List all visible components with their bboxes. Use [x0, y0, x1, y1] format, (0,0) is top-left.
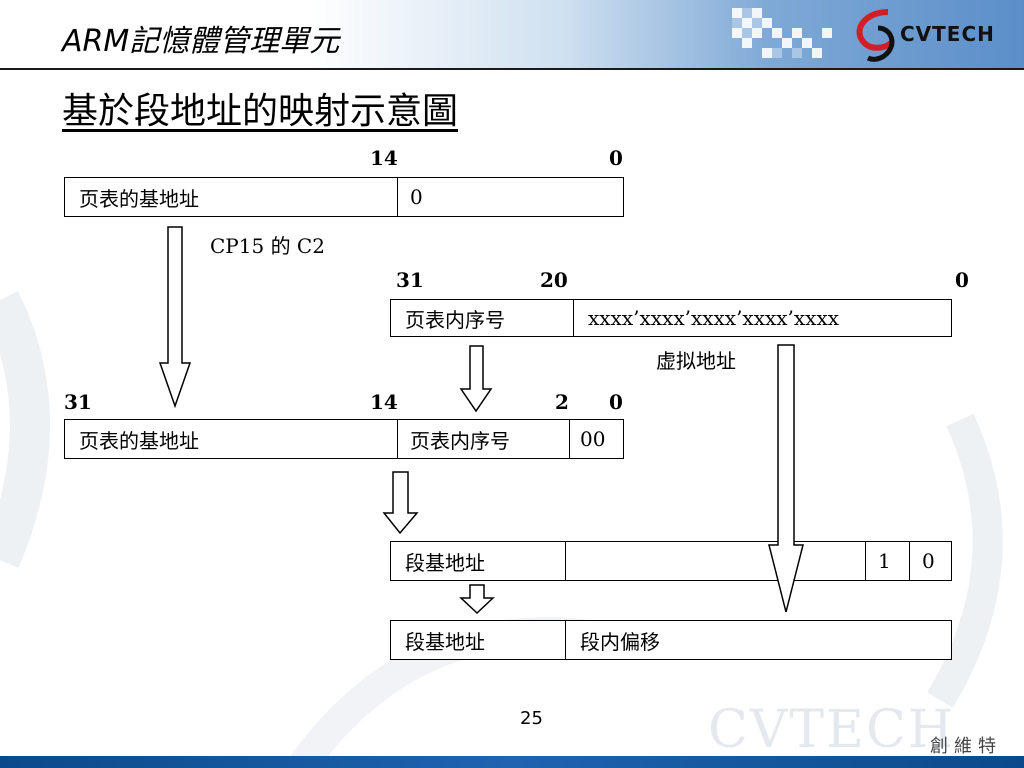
- header-band: [0, 0, 1024, 68]
- entry-bit-label-14: 14: [370, 390, 398, 414]
- va-rest-field: xxxx’xxxx’xxxx’xxxx’xxxx: [573, 300, 951, 336]
- entry-bit-label-2: 2: [555, 390, 569, 414]
- section-descriptor-box: 段基地址 1 0: [390, 541, 952, 581]
- watermark-chinese: 創維特: [930, 736, 1002, 757]
- va-bit-label-31: 31: [396, 268, 424, 292]
- checker-decoration: [732, 8, 832, 58]
- ttb-base-field: 页表的基地址: [79, 186, 199, 211]
- header-title: ARM記憶體管理單元: [62, 24, 340, 59]
- desc-bit-0-field: 0: [909, 542, 951, 580]
- header-rule: [0, 68, 1024, 70]
- desc-middle-field: [565, 542, 865, 580]
- page-number: 25: [520, 708, 543, 729]
- arrow-index-to-entry: [459, 345, 493, 413]
- virtual-address-box: 页表内序号 xxxx’xxxx’xxxx’xxxx’xxxx: [390, 299, 952, 337]
- entry-base-field: 页表的基地址: [79, 428, 199, 453]
- arrow-entry-to-descriptor: [382, 471, 419, 535]
- bit-label-14: 14: [370, 146, 398, 170]
- va-bit-label-0: 0: [955, 268, 969, 292]
- arrow-descriptor-to-physical: [459, 584, 495, 615]
- arrow-va-to-offset: [768, 344, 804, 613]
- va-index-field: 页表内序号: [405, 307, 505, 332]
- entry-low-field: 00: [569, 420, 623, 458]
- bottom-bar: [0, 756, 1024, 768]
- entry-bit-label-0: 0: [609, 390, 623, 414]
- entry-bit-label-31: 31: [64, 390, 92, 414]
- logo-text: CVTECH: [900, 22, 995, 46]
- logo-swoosh-icon: [856, 9, 895, 62]
- va-bit-label-20: 20: [540, 268, 568, 292]
- ttb-register-box: 页表的基地址 0: [64, 177, 624, 217]
- entry-index-field: 页表内序号: [397, 420, 569, 458]
- watermark-text: CVTECH: [708, 700, 956, 760]
- entry-address-box: 页表的基地址 页表内序号 00: [64, 419, 624, 459]
- pa-base-field: 段基地址: [405, 629, 485, 654]
- bit-label-0: 0: [609, 146, 623, 170]
- pa-offset-field: 段内偏移: [565, 621, 951, 659]
- desc-bit-1-field: 1: [865, 542, 909, 580]
- cp15-c2-caption: CP15 的 C2: [210, 234, 325, 258]
- physical-address-box: 段基地址 段内偏移: [390, 620, 952, 660]
- ttb-zero-field: 0: [397, 178, 623, 216]
- cvtech-logo: CVTECH: [848, 6, 1018, 62]
- desc-base-field: 段基地址: [405, 550, 485, 575]
- virtual-address-caption: 虚拟地址: [656, 349, 736, 373]
- slide-title: 基於段地址的映射示意圖: [62, 91, 459, 132]
- arrow-ttb-to-entry: [158, 226, 192, 409]
